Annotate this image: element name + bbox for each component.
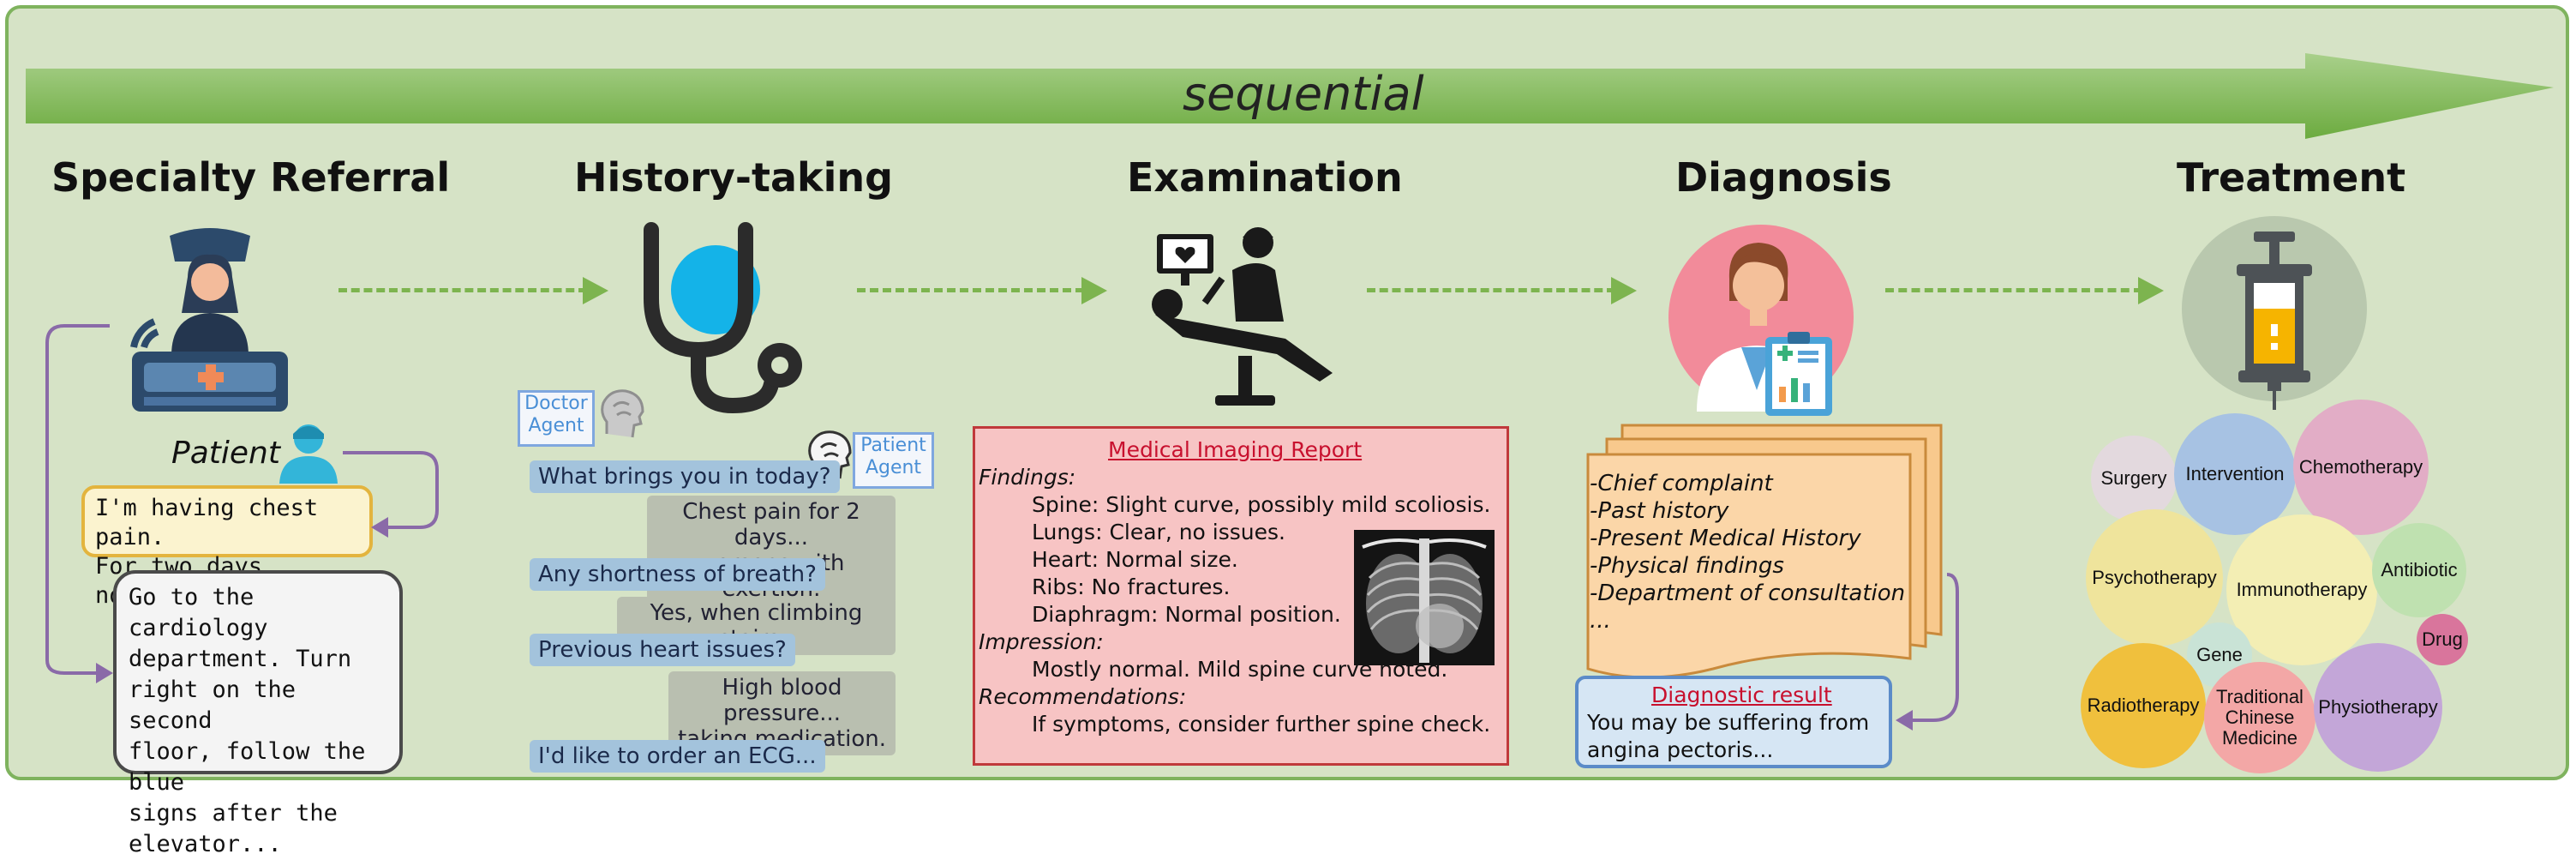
report-recommendation: If symptoms, consider further spine chec… [1032,712,1491,737]
examination-scan-icon [1152,227,1333,406]
connector-2 [857,288,1084,292]
connector-2-head [1081,277,1107,304]
stage-title-examination: Examination [1127,154,1403,201]
dialogue-doctor-1: What brings you in today? [530,460,840,493]
sequential-label: sequential [1183,67,1424,121]
note-past-history: -Past history [1590,498,1729,524]
diagnostic-result-title: Diagnostic result [1651,683,1832,707]
treatment-radiotherapy: Radiotherapy [2081,643,2206,768]
note-chief-complaint: -Chief complaint [1590,471,1773,496]
dialogue-doctor-2: Any shortness of breath? [530,558,825,591]
connector-1-head [583,277,608,304]
treatment-psychotherapy: Psychotherapy [2086,509,2223,647]
note-present-history: -Present Medical History [1590,526,1861,551]
treatment-immunotherapy: Immunotherapy [2226,514,2377,665]
treatment-antibiotic: Antibiotic [2372,523,2466,617]
chest-xray-image [1354,530,1495,665]
nurse-speech-line-3: right on the second [129,677,297,734]
treatment-drug: Drug [2417,614,2468,665]
nurse-speech-line-1: Go to the cardiology [129,584,268,641]
diagnostic-result-line-2: angina pectoris... [1587,737,1774,762]
stethoscope-icon [644,222,802,414]
connector-3 [1367,288,1615,292]
nurse-speech-line-5: signs after the [129,800,338,827]
report-finding-3: Heart: Normal size. [1032,547,1238,572]
doctor-agent-line-2: Agent [528,415,584,436]
medical-imaging-report: Medical Imaging Report Findings: Spine: … [973,426,1509,766]
patient-label: Patient [171,436,280,471]
report-finding-5: Diaphragm: Normal position. [1032,602,1341,627]
patient-agent-line-2: Agent [865,457,922,478]
report-finding-2: Lungs: Clear, no issues. [1032,520,1285,544]
nurse-speech-line-6: elevator... [129,831,282,857]
report-findings-label-text: Findings [979,465,1069,490]
diagnosis-flow-arrow [1896,573,1959,731]
treatment-physiotherapy: Physiotherapy [2314,643,2442,772]
doctor-agent-line-1: Doctor [524,393,588,414]
patient-speech-line-1: I'm having chest pain. [95,495,319,550]
dialogue-doctor-3: Previous heart issues? [530,634,795,666]
dialogue-doctor-4: I'd like to order an ECG... [530,740,825,773]
patient-agent-label: Patient Agent [853,432,934,489]
connector-4 [1885,288,2142,292]
stage-title-history: History-taking [574,154,894,201]
report-title: Medical Imaging Report [1108,437,1363,462]
connector-4-head [2138,277,2164,304]
report-findings-label: Findings: [979,465,1076,490]
note-ellipsis: ... [1590,608,1611,634]
note-physical-findings: -Physical findings [1590,553,1784,579]
patient-avatar-icon [279,424,338,484]
connector-3-head [1611,277,1637,304]
sequential-arrow [26,53,2554,139]
receptionist-icon [130,228,288,412]
dialogue-patient-3-line-1: High blood pressure... [722,675,842,726]
stage-title-referral: Specialty Referral [51,154,451,201]
doctor-with-clipboard-icon [1668,225,1854,416]
report-finding-4: Ribs: No fractures. [1032,574,1231,599]
report-impression-label: Impression: [979,629,1104,654]
treatment-surgery: Surgery [2091,436,2177,521]
diagnostic-result-line-1: You may be suffering from [1587,710,1870,735]
referral-flow-arrows [45,324,439,683]
stage-title-treatment: Treatment [2177,154,2406,201]
diagnosis-notes-stack [1586,424,1943,677]
treatment-tcm: Traditional Chinese Medicine [2204,662,2315,773]
patient-agent-line-1: Patient [860,435,926,456]
treatment-intervention: Intervention [2174,413,2296,535]
report-recommendations-label: Recommendations: [979,684,1187,709]
report-finding-1: Spine: Slight curve, possibly mild scoli… [1032,492,1491,517]
treatment-chemotherapy: Chemotherapy [2293,400,2429,535]
connector-1 [338,288,587,292]
report-recommendations-label-text: Recommendations [979,684,1179,709]
report-impression-label-text: Impression [979,629,1097,654]
syringe-icon [2182,216,2367,410]
diagnostic-result-box: Diagnostic result You may be suffering f… [1575,676,1892,768]
dialogue-patient-1-line-1: Chest pain for 2 days... [682,499,860,550]
stage-title-diagnosis: Diagnosis [1675,154,1892,201]
doctor-agent-brain-icon [601,389,644,438]
doctor-agent-label: Doctor Agent [518,390,595,447]
nurse-speech-line-4: floor, follow the blue [129,738,366,796]
nurse-speech-line-2: department. Turn [129,646,352,672]
diagnosis-notes: -Chief complaint -Past history -Present … [1590,470,1905,634]
note-department: -Department of consultation [1590,580,1906,606]
